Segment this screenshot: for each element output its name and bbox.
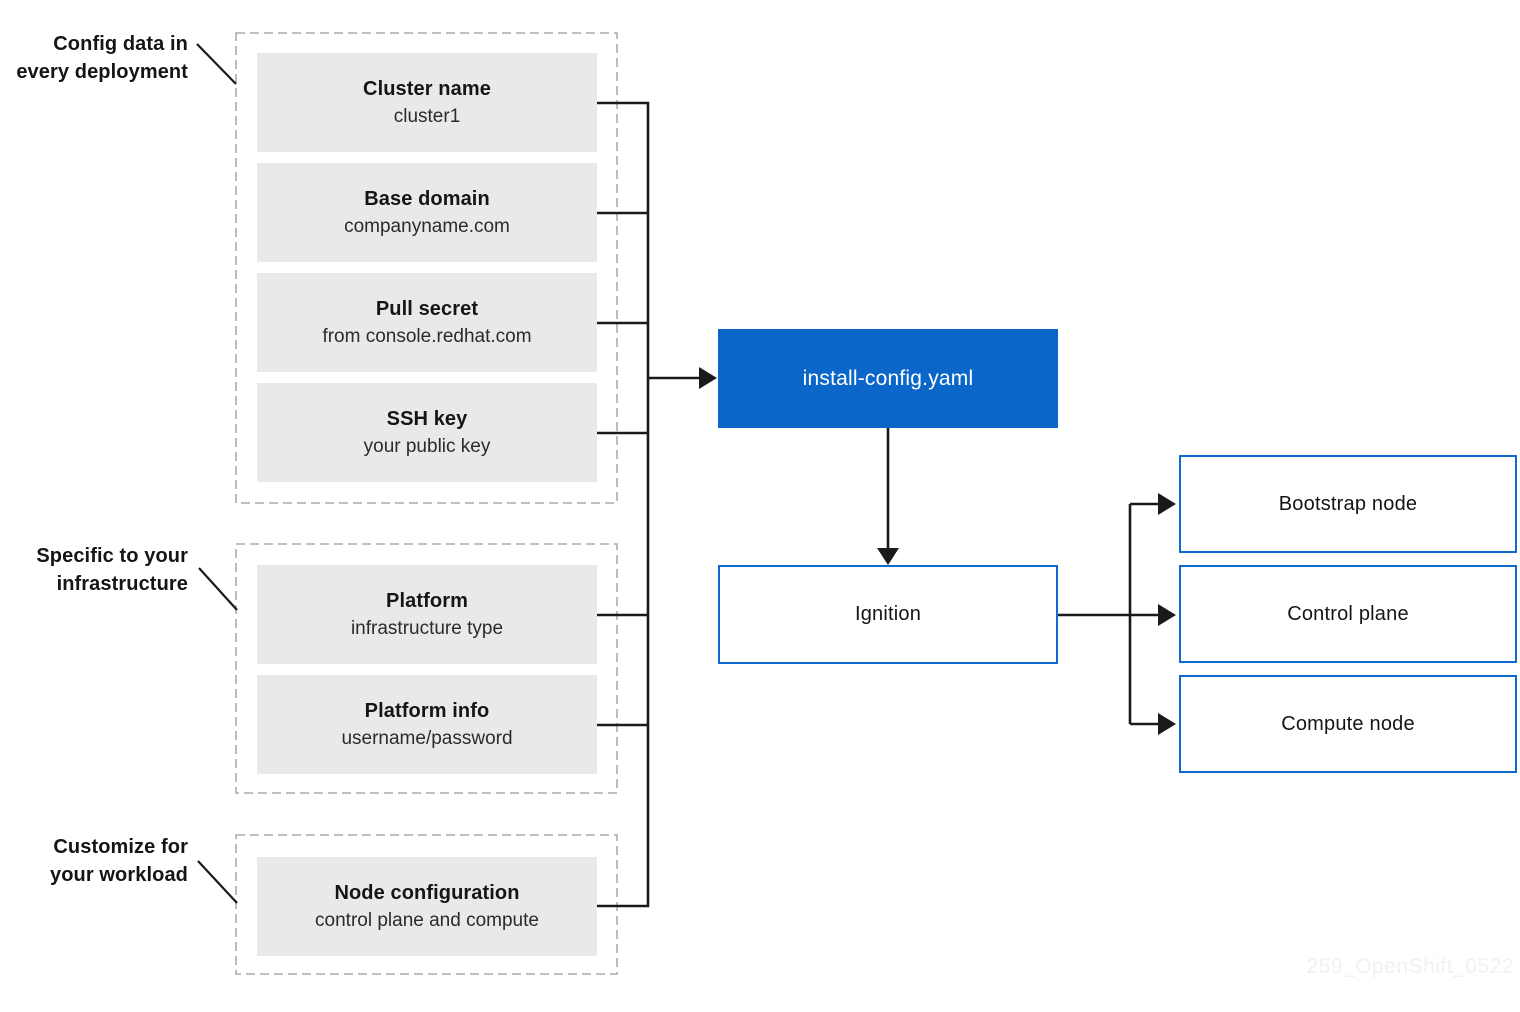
annotation-line: Customize for xyxy=(53,836,188,858)
callout-line-infrastructure xyxy=(198,567,238,611)
config-box-title: Platform xyxy=(386,589,468,612)
group-outline-workload xyxy=(235,834,618,975)
config-box-subtitle: username/password xyxy=(341,727,513,749)
config-box-node-configuration: Node configuration control plane and com… xyxy=(257,857,597,956)
annotation-line: your workload xyxy=(50,864,188,886)
annotation-line: Config data in xyxy=(53,33,188,55)
config-box-title: SSH key xyxy=(386,407,468,430)
config-box-subtitle: cluster1 xyxy=(393,105,461,127)
config-box-title: Node configuration xyxy=(334,881,520,904)
annotation-line: Specific to your xyxy=(36,545,188,567)
config-box-title: Pull secret xyxy=(375,297,479,320)
watermark-text: 259_OpenShift_0522 xyxy=(1306,955,1514,978)
config-box-platform: Platform infrastructure type xyxy=(257,565,597,664)
arrowhead-to-bootstrap xyxy=(1158,493,1176,515)
annotation-config-data: Config data in every deployment xyxy=(0,30,188,86)
annotation-workload: Customize for your workload xyxy=(0,833,188,889)
collector-trunk xyxy=(597,101,650,908)
arrowhead-to-install-config xyxy=(699,367,717,389)
compute-node-label: Compute node xyxy=(1281,712,1415,735)
ignition-box: Ignition xyxy=(718,565,1058,664)
config-box-subtitle: infrastructure type xyxy=(350,617,504,639)
annotation-line: every deployment xyxy=(16,61,188,83)
config-box-base-domain: Base domain companyname.com xyxy=(257,163,597,262)
arrowhead-to-compute xyxy=(1158,713,1176,735)
bootstrap-node-label: Bootstrap node xyxy=(1278,492,1418,515)
arrowhead-to-control-plane xyxy=(1158,604,1176,626)
callout-line-workload xyxy=(197,860,238,904)
config-box-subtitle: your public key xyxy=(363,435,491,457)
annotation-line: infrastructure xyxy=(56,573,188,595)
config-box-platform-info: Platform info username/password xyxy=(257,675,597,774)
ignition-label: Ignition xyxy=(854,603,922,625)
install-config-yaml-label: install-config.yaml xyxy=(802,366,974,390)
annotation-infrastructure: Specific to your infrastructure xyxy=(0,542,188,598)
group-outline-infrastructure xyxy=(235,543,618,794)
arrowhead-to-ignition xyxy=(877,548,899,565)
config-box-subtitle: control plane and compute xyxy=(315,909,539,931)
config-box-title: Platform info xyxy=(364,699,490,722)
install-config-yaml-box: install-config.yaml xyxy=(718,329,1058,428)
control-plane-label: Control plane xyxy=(1287,602,1409,625)
config-box-pull-secret: Pull secret from console.redhat.com xyxy=(257,273,597,372)
config-box-ssh-key: SSH key your public key xyxy=(257,383,597,482)
group-outline-config-data xyxy=(235,32,618,504)
config-box-title: Base domain xyxy=(364,187,490,210)
config-box-subtitle: from console.redhat.com xyxy=(322,325,532,347)
config-box-title: Cluster name xyxy=(363,77,491,100)
control-plane-box: Control plane xyxy=(1179,565,1517,663)
callout-line-config-data xyxy=(196,43,237,85)
config-box-subtitle: companyname.com xyxy=(344,215,510,237)
bootstrap-node-box: Bootstrap node xyxy=(1179,455,1517,553)
config-box-cluster-name: Cluster name cluster1 xyxy=(257,53,597,152)
compute-node-box: Compute node xyxy=(1179,675,1517,773)
